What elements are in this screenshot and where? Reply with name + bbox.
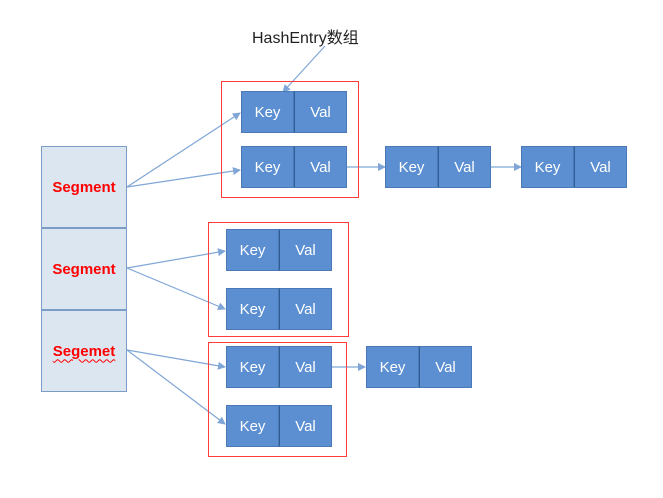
hash-entry: Key Val (226, 288, 332, 330)
entry-key: Key (226, 346, 279, 388)
segment-box-2: Segment (41, 228, 127, 310)
entry-val: Val (279, 405, 332, 447)
title-pointer-arrow (282, 45, 326, 93)
hashentry-array-3 (208, 342, 347, 457)
entry-key: Key (226, 288, 279, 330)
entry-val: Val (279, 229, 332, 271)
entry-val: Val (294, 146, 347, 188)
hashentry-array-title: HashEntry数组 (252, 30, 359, 47)
segment-label-1: Segment (52, 178, 116, 196)
segment-label-3: Segemet (52, 342, 116, 360)
entry-key: Key (521, 146, 574, 188)
hash-entry: Key Val (226, 229, 332, 271)
entry-val: Val (419, 346, 472, 388)
entry-val: Val (574, 146, 627, 188)
segment-box-1: Segment (41, 146, 127, 228)
hashentry-array-1 (221, 81, 359, 198)
entry-key: Key (366, 346, 419, 388)
hash-entry: Key Val (241, 146, 347, 188)
chained-entry: Key Val (385, 146, 491, 188)
entry-val: Val (294, 91, 347, 133)
entry-key: Key (226, 229, 279, 271)
chained-entry: Key Val (521, 146, 627, 188)
hash-entry: Key Val (226, 405, 332, 447)
entry-key: Key (241, 146, 294, 188)
entry-key: Key (241, 91, 294, 133)
segment-box-3: Segemet (41, 310, 127, 392)
hash-entry: Key Val (226, 346, 332, 388)
hashentry-array-2 (208, 222, 349, 337)
hash-entry: Key Val (241, 91, 347, 133)
segment-label-2: Segment (52, 260, 116, 278)
entry-val: Val (279, 288, 332, 330)
entry-val: Val (438, 146, 491, 188)
entry-key: Key (385, 146, 438, 188)
entry-val: Val (279, 346, 332, 388)
chained-entry: Key Val (366, 346, 472, 388)
entry-key: Key (226, 405, 279, 447)
